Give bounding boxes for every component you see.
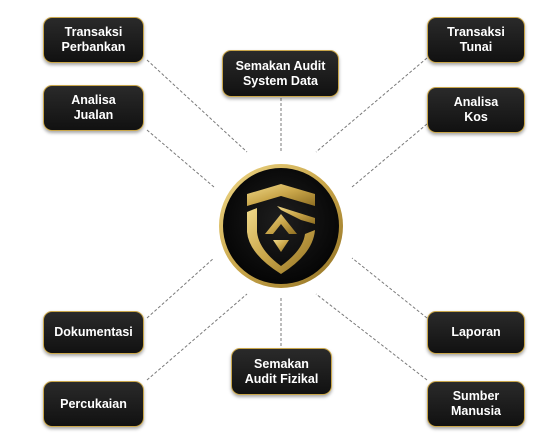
shield-logo xyxy=(219,164,343,288)
node-percukaian: Percukaian xyxy=(43,381,144,427)
connector-transaksi-perbankan xyxy=(146,59,248,153)
node-analisa-jualan: Analisa Jualan xyxy=(43,85,144,131)
node-transaksi-perbankan: Transaksi Perbankan xyxy=(43,17,144,63)
connector-laporan xyxy=(351,257,428,319)
node-dokumentasi: Dokumentasi xyxy=(43,311,144,354)
connector-analisa-kos xyxy=(351,123,428,188)
connector-sumber-manusia xyxy=(315,293,428,381)
connector-dokumentasi xyxy=(146,257,215,319)
node-transaksi-tunai: Transaksi Tunai xyxy=(427,17,525,63)
connector-transaksi-tunai xyxy=(315,57,428,153)
node-analisa-kos: Analisa Kos xyxy=(427,87,525,133)
connector-percukaian xyxy=(146,293,248,381)
connector-analisa-jualan xyxy=(146,129,215,188)
shield-icon xyxy=(247,184,315,274)
node-semakan-audit-fizikal: Semakan Audit Fizikal xyxy=(231,348,332,395)
node-sumber-manusia: Sumber Manusia xyxy=(427,381,525,427)
node-laporan: Laporan xyxy=(427,311,525,354)
node-semakan-audit-system-data: Semakan Audit System Data xyxy=(222,50,339,97)
